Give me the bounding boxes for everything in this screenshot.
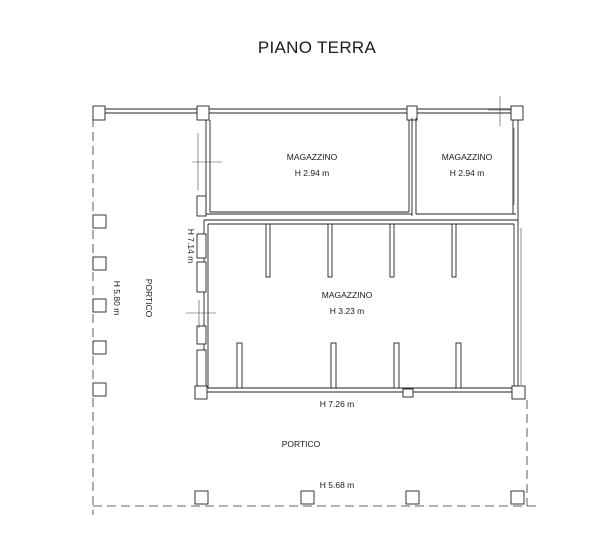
room-magazzino-main-walls	[203, 219, 518, 393]
room-magazzino-right-walls	[415, 118, 519, 390]
top-wall	[105, 108, 511, 114]
pier-main-bottom-left	[194, 385, 208, 400]
plan-title: PIANO TERRA	[258, 38, 377, 57]
room-right-name: MAGAZZINO	[442, 152, 493, 162]
pier-main-bottom-mid	[402, 388, 414, 398]
bottom-height-label: H 7.26 m	[320, 399, 355, 409]
portico-bottom-name: PORTICO	[282, 439, 321, 449]
side-height-label: H 7.14 m	[186, 229, 196, 264]
room-main-height: H 3.23 m	[330, 306, 365, 316]
pier-top-mid	[196, 105, 210, 121]
interior-columns-bottom	[236, 342, 462, 389]
interior-columns-top	[265, 223, 457, 278]
left-side-wall	[196, 195, 207, 391]
room-right-height: H 2.94 m	[450, 168, 485, 178]
portico-side-name: PORTICO	[144, 279, 154, 318]
pier-top-left	[92, 105, 106, 121]
portico-piers-left	[92, 214, 107, 397]
room-left-name: MAGAZZINO	[287, 152, 338, 162]
pier-main-bottom-right	[511, 385, 526, 400]
portico-boundary	[92, 118, 540, 515]
room-magazzino-left-walls	[205, 118, 413, 216]
pier-top-center	[406, 105, 418, 121]
portico-bottom-height: H 5.68 m	[320, 480, 355, 490]
portico-piers-bottom	[194, 490, 525, 505]
room-main-name: MAGAZZINO	[322, 290, 373, 300]
portico-side-height: H 5.80 m	[112, 281, 122, 316]
room-left-height: H 2.94 m	[295, 168, 330, 178]
break-marks	[186, 96, 512, 328]
pier-top-right	[510, 105, 524, 121]
